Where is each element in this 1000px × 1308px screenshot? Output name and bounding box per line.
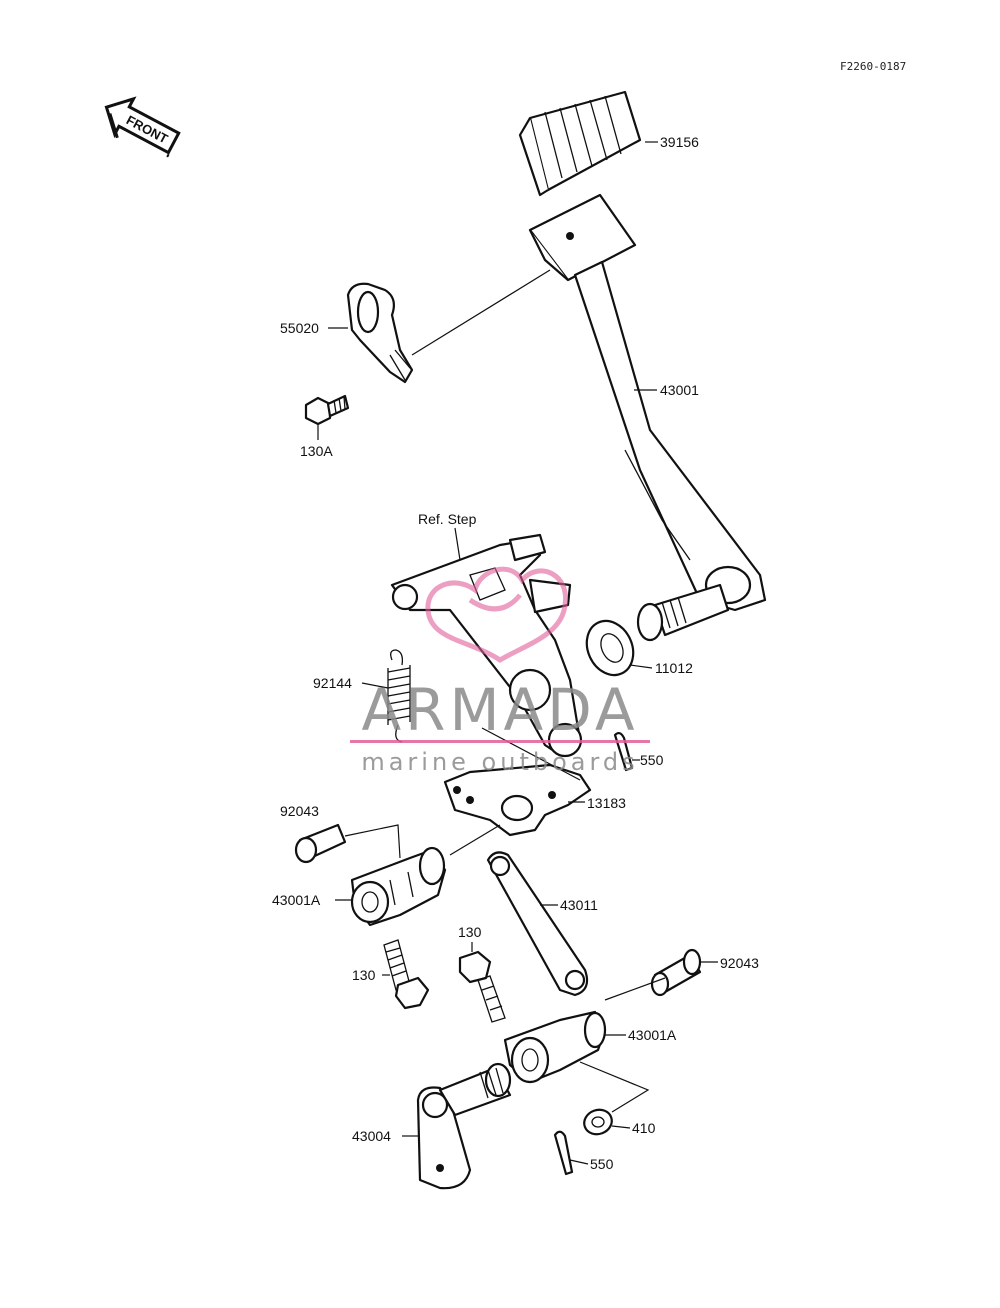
label-43011: 43011 bbox=[560, 897, 598, 913]
bolt-130A bbox=[304, 394, 350, 426]
pedal-rubber-39156 bbox=[518, 90, 642, 197]
watermark-tagline: marine outboards bbox=[361, 748, 638, 776]
clevis-43001A-lower bbox=[503, 1010, 607, 1084]
washer-11012 bbox=[585, 619, 635, 677]
brake-pedal-43001 bbox=[528, 193, 767, 642]
watermark-underline bbox=[350, 740, 650, 743]
label-43001A-upper: 43001A bbox=[272, 892, 321, 908]
label-13183: 13183 bbox=[587, 795, 626, 811]
diagram-code: F2260-0187 bbox=[840, 60, 906, 73]
lever-13183 bbox=[443, 763, 592, 837]
label-130-right: 130 bbox=[458, 924, 482, 940]
cotter-pin-550-lower bbox=[553, 1130, 574, 1176]
part-labels: 39156 55020 43001 130A Ref. Step 11012 9… bbox=[272, 134, 759, 1172]
watermark-brand: ARMADA bbox=[361, 676, 638, 744]
washer-410 bbox=[583, 1108, 613, 1136]
label-43001: 43001 bbox=[660, 382, 699, 398]
ref-step-bracket bbox=[390, 533, 583, 758]
label-11012: 11012 bbox=[655, 660, 693, 676]
leader-lines bbox=[317, 141, 718, 1165]
label-130A: 130A bbox=[300, 443, 333, 459]
front-arrow-icon: FRONT bbox=[104, 96, 181, 158]
bolt-130-right bbox=[458, 950, 506, 1023]
label-43001A-lower: 43001A bbox=[628, 1027, 677, 1043]
bracket-55020 bbox=[346, 282, 414, 384]
label-92043-upper: 92043 bbox=[280, 803, 319, 819]
watermark-heart-logo bbox=[425, 566, 568, 663]
clevis-pin-92043-lower bbox=[650, 948, 702, 997]
spring-92144 bbox=[387, 649, 411, 743]
label-43004: 43004 bbox=[352, 1128, 391, 1144]
clevis-pin-92043-upper bbox=[294, 823, 347, 864]
label-39156: 39156 bbox=[660, 134, 699, 150]
clevis-43001A-upper bbox=[350, 846, 447, 927]
label-ref-step: Ref. Step bbox=[418, 511, 477, 527]
label-410: 410 bbox=[632, 1120, 656, 1136]
label-130-left: 130 bbox=[352, 967, 376, 983]
label-550-lower: 550 bbox=[590, 1156, 614, 1172]
armada-watermark: ARMADA marine outboards bbox=[350, 566, 650, 776]
label-55020: 55020 bbox=[280, 320, 319, 336]
label-550-upper: 550 bbox=[640, 752, 664, 768]
label-92043-lower: 92043 bbox=[720, 955, 759, 971]
label-92144: 92144 bbox=[313, 675, 352, 691]
rod-43011 bbox=[486, 851, 589, 997]
shaft-lever-43004 bbox=[416, 1062, 512, 1190]
bolt-130-left bbox=[383, 939, 430, 1010]
